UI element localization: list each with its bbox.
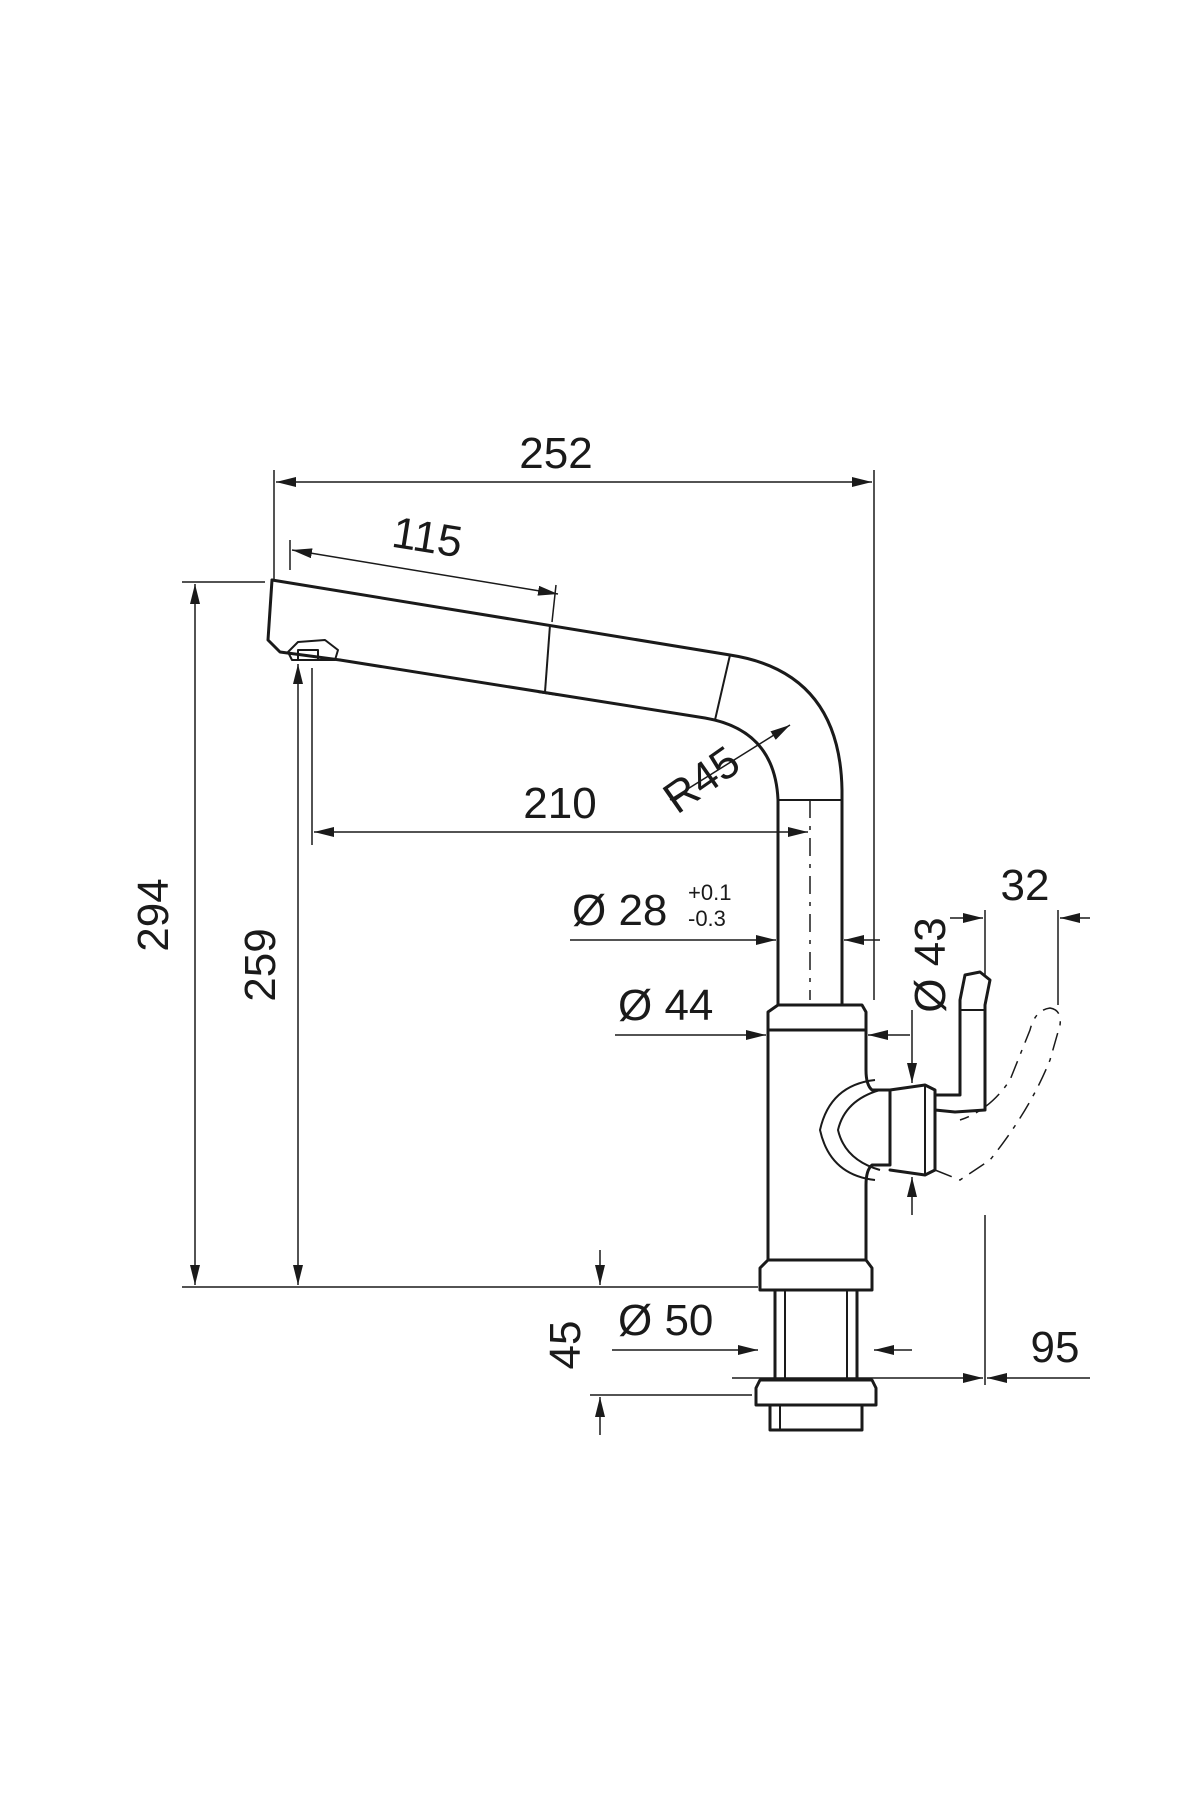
mounting-shank bbox=[773, 1288, 859, 1382]
dimension-lines bbox=[182, 470, 1090, 1435]
dimension-labels: 252 115 210 R45 Ø 28 +0.1 -0.3 Ø 44 Ø 43… bbox=[129, 429, 1079, 1372]
handle-lever-alt-position bbox=[934, 1007, 1062, 1181]
dim-line-115 bbox=[291, 548, 559, 596]
spout-tip bbox=[266, 578, 342, 662]
handle-lever bbox=[933, 970, 992, 1114]
label-tube-diameter: Ø 28 bbox=[572, 886, 667, 935]
label-handle-diameter: Ø 43 bbox=[906, 917, 955, 1012]
body-collar bbox=[766, 1003, 868, 1032]
bottom-nut bbox=[754, 1378, 878, 1407]
faucet-outline bbox=[266, 578, 1062, 1432]
label-overall-height: 294 bbox=[129, 878, 178, 951]
label-overall-width: 252 bbox=[519, 429, 592, 478]
label-handle-width: 32 bbox=[1001, 861, 1050, 910]
label-tube-tol-lower: -0.3 bbox=[688, 906, 726, 931]
label-bend-radius: R45 bbox=[655, 737, 749, 823]
aerator bbox=[287, 639, 339, 661]
label-base-diameter: Ø 50 bbox=[618, 1296, 713, 1345]
aerator-insert bbox=[297, 649, 319, 661]
bend-segment-line-1 bbox=[714, 654, 731, 721]
label-tube-tol-upper: +0.1 bbox=[688, 880, 731, 905]
bottom-connector bbox=[768, 1403, 864, 1432]
body-valve-shape bbox=[819, 1079, 876, 1181]
label-outlet-height: 259 bbox=[236, 928, 285, 1001]
label-body-diameter-upper: Ø 44 bbox=[618, 981, 713, 1030]
body-main bbox=[766, 1028, 892, 1262]
handle-hub bbox=[888, 1083, 937, 1177]
label-shank-length: 45 bbox=[541, 1321, 590, 1370]
body-valve-shape-inner bbox=[837, 1089, 881, 1171]
label-handle-reach: 95 bbox=[1031, 1323, 1080, 1372]
spout-upper-edge bbox=[270, 578, 844, 1007]
base-ring bbox=[758, 1258, 874, 1292]
pullout-joint-line bbox=[544, 624, 551, 693]
label-reach: 210 bbox=[523, 779, 596, 828]
dim-line-r45 bbox=[669, 724, 791, 801]
label-spout-length: 115 bbox=[389, 508, 466, 567]
pullout-joint-mark bbox=[537, 691, 559, 696]
